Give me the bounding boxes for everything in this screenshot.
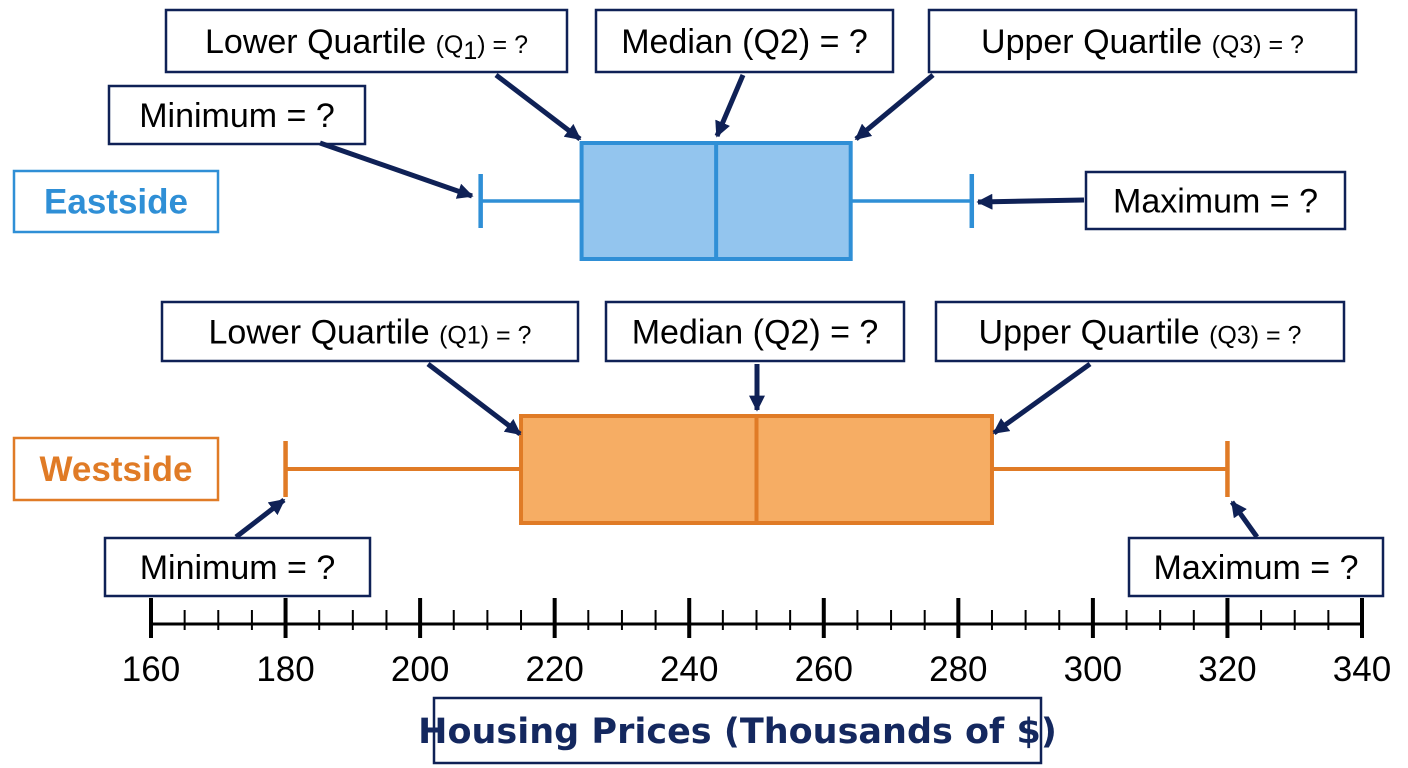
westside-min-callout-text: Minimum = ?: [140, 549, 336, 587]
eastside-q3-callout-text-part: Upper Quartile: [981, 23, 1212, 61]
eastside-min-callout-text-part: Minimum = ?: [139, 97, 335, 135]
westside-min-arrow: [234, 498, 286, 539]
eastside-max-callout-box: [1084, 170, 1347, 231]
x-tick-label: 240: [660, 650, 718, 689]
x-tick-label: 260: [795, 650, 853, 689]
eastside-q1-callout-text-part: 1: [463, 37, 477, 65]
eastside-max-callout-text: Maximum = ?: [1113, 183, 1318, 221]
eastside-q1-arrow: [494, 73, 582, 141]
westside-max-arrow: [1229, 500, 1260, 539]
eastside-median-callout: Median (Q2) = ?: [594, 8, 895, 74]
eastside-q1-callout: Lower Quartile (Q1) = ?: [164, 8, 569, 74]
eastside-q1-callout-text-part: Lower Quartile: [205, 23, 436, 61]
x-tick-label: 180: [256, 650, 314, 689]
westside-q3-callout-text-part: Upper Quartile: [979, 314, 1210, 352]
x-axis-label-box: [432, 696, 1043, 765]
eastside-median-callout-text: Median (Q2) = ?: [621, 23, 868, 61]
eastside-q3-callout-box: [927, 8, 1358, 74]
eastside-q3-callout-text: Upper Quartile (Q3) = ?: [981, 23, 1304, 61]
westside-q3-arrow: [992, 361, 1092, 436]
westside-label: Westside: [39, 450, 192, 489]
eastside-label: Eastside: [44, 183, 188, 222]
westside-max-callout-text: Maximum = ?: [1154, 549, 1359, 587]
eastside-q3-callout: Upper Quartile (Q3) = ?: [927, 8, 1358, 74]
eastside-min-callout: Minimum = ?: [107, 84, 367, 146]
eastside-median-callout-box: [594, 8, 895, 74]
eastside-q1-callout-text-part: (Q: [436, 31, 464, 59]
westside-label-box: [12, 436, 220, 502]
westside-q3-callout-text: Upper Quartile (Q3) = ?: [979, 314, 1302, 352]
eastside-min-callout-box: [107, 84, 367, 146]
eastside-max-callout: Maximum = ?: [1084, 170, 1347, 231]
x-axis-label: Housing Prices (Thousands of $): [418, 712, 1057, 752]
westside-q3-callout-text-part: (Q3) = ?: [1209, 322, 1301, 350]
westside-min-callout-box: [103, 536, 372, 598]
eastside-q3-arrow: [854, 73, 935, 141]
x-tick-label: 280: [929, 650, 987, 689]
eastside-max-arrow: [976, 193, 1085, 210]
eastside-max-callout-text-part: Maximum = ?: [1113, 183, 1318, 221]
westside-boxplot: Westside: [12, 414, 1230, 525]
x-tick-label: 200: [391, 650, 449, 689]
westside-q1-callout-box: [160, 300, 580, 363]
westside-min-callout: Minimum = ?: [103, 536, 372, 598]
westside-max-callout: Maximum = ?: [1127, 536, 1385, 598]
westside-max-callout-text-part: Maximum = ?: [1154, 549, 1359, 587]
eastside-min-arrow: [319, 140, 474, 199]
westside-max-callout-box: [1127, 536, 1385, 598]
westside-median-callout-text-part: Median (Q2) = ?: [632, 314, 879, 352]
eastside-boxplot: Eastside: [12, 141, 975, 261]
eastside-label-box: [12, 169, 220, 234]
eastside-median-callout-text-part: Median (Q2) = ?: [621, 23, 868, 61]
westside-q1-arrow: [426, 362, 522, 436]
westside-q3-callout: Upper Quartile (Q3) = ?: [934, 300, 1346, 363]
westside-median-callout-box: [604, 300, 906, 363]
eastside-min-callout-text: Minimum = ?: [139, 97, 335, 135]
westside-min-callout-text-part: Minimum = ?: [140, 549, 336, 587]
eastside-median-arrow: [714, 74, 746, 138]
eastside-q1-callout-text: Lower Quartile (Q1) = ?: [205, 23, 528, 65]
x-tick-label: 160: [122, 650, 180, 689]
westside-q1-callout-text: Lower Quartile (Q1) = ?: [209, 314, 532, 352]
eastside-q3-callout-text-part: (Q3) = ?: [1212, 31, 1304, 59]
westside-q1-callout-text-part: Lower Quartile: [209, 314, 440, 352]
westside-q3-callout-box: [934, 300, 1346, 363]
westside-median-callout-text: Median (Q2) = ?: [632, 314, 879, 352]
x-tick-label: 320: [1198, 650, 1256, 689]
westside-q1-callout: Lower Quartile (Q1) = ?: [160, 300, 580, 363]
x-tick-label: 300: [1064, 650, 1122, 689]
eastside-q1-callout-box: [164, 8, 569, 74]
eastside-q1-callout-text-part: ) = ?: [477, 31, 528, 59]
westside-median-callout: Median (Q2) = ?: [604, 300, 906, 363]
x-tick-label: 220: [525, 650, 583, 689]
x-tick-label: 340: [1333, 650, 1391, 689]
westside-q1-callout-text-part: (Q1) = ?: [439, 322, 531, 350]
